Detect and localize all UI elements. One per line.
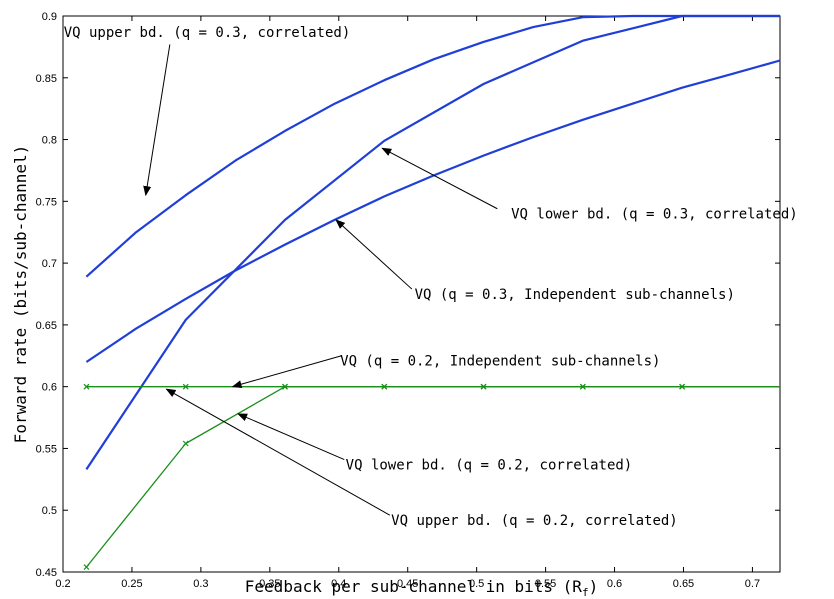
annotation-label: VQ lower bd. (q = 0.3, correlated) — [511, 207, 798, 223]
annotation-arrow — [237, 413, 345, 461]
x-tick-label: 0.2 — [55, 578, 70, 590]
series-line-2 — [85, 14, 780, 471]
x-tick-label: 0.4 — [331, 578, 346, 590]
annotation-label: VQ (q = 0.2, Independent sub-channels) — [340, 354, 660, 370]
series-line-5 — [85, 386, 780, 568]
x-tick-label: 0.55 — [535, 578, 556, 590]
x-tick-label: 0.3 — [193, 578, 208, 590]
series-marker — [480, 383, 487, 390]
x-tick-label: 0.5 — [469, 578, 484, 590]
y-tick-label: 0.65 — [36, 320, 57, 332]
y-tick-label: 0.55 — [36, 443, 57, 455]
y-tick-label: 0.75 — [36, 196, 57, 208]
series-marker — [579, 383, 586, 390]
x-tick-label: 0.35 — [259, 578, 280, 590]
y-tick-label: 0.7 — [42, 258, 57, 270]
x-tick-label: 0.45 — [397, 578, 418, 590]
annotation-label: VQ upper bd. (q = 0.3, correlated) — [64, 25, 351, 41]
series-line-1 — [85, 14, 780, 278]
series-marker — [679, 383, 686, 390]
annotations: VQ upper bd. (q = 0.3, correlated) VQ low… — [64, 25, 798, 529]
y-tick-label: 0.8 — [42, 135, 57, 147]
y-tick-label: 0.5 — [42, 505, 57, 517]
annotation-arrow — [335, 219, 413, 290]
series-marker — [381, 383, 388, 390]
series-marker — [282, 383, 288, 390]
x-tick-label: 0.25 — [121, 578, 142, 590]
y-tick-label: 0.6 — [42, 382, 57, 394]
annotation-arrow — [381, 147, 498, 210]
y-tick-label: 0.45 — [36, 567, 57, 579]
series-marker — [182, 440, 189, 447]
annotation-arrow — [143, 44, 171, 197]
plot-border — [62, 15, 781, 573]
x-tick-label: 0.6 — [607, 578, 622, 590]
annotation-label: VQ lower bd. (q = 0.2, correlated) — [346, 457, 633, 473]
y-tick-label: 0.85 — [36, 73, 57, 85]
x-axis-label: Feedback per sub-channel in bits (Rf) — [245, 577, 598, 599]
annotation-label: VQ (q = 0.3, Independent sub-channels) — [415, 287, 735, 303]
annotation-arrow — [231, 355, 342, 389]
annotation-arrow — [165, 388, 391, 516]
annotation-label: VQ upper bd. (q = 0.2, correlated) — [391, 513, 678, 529]
axis-ticks: 0.2 0.25 0.3 0.35 0.4 0.45 0.5 0.55 0.6 0.65 0.7 0.… — [36, 11, 780, 590]
x-tick-label: 0.7 — [745, 578, 760, 590]
series-marker — [83, 383, 90, 390]
series-marker — [83, 564, 90, 570]
plot-frame — [62, 15, 781, 573]
x-tick-label: 0.65 — [673, 578, 694, 590]
series-marker — [182, 383, 189, 390]
y-axis-label: Forward rate (bits/sub-channel) — [11, 145, 30, 444]
y-tick-label: 0.9 — [42, 11, 57, 23]
